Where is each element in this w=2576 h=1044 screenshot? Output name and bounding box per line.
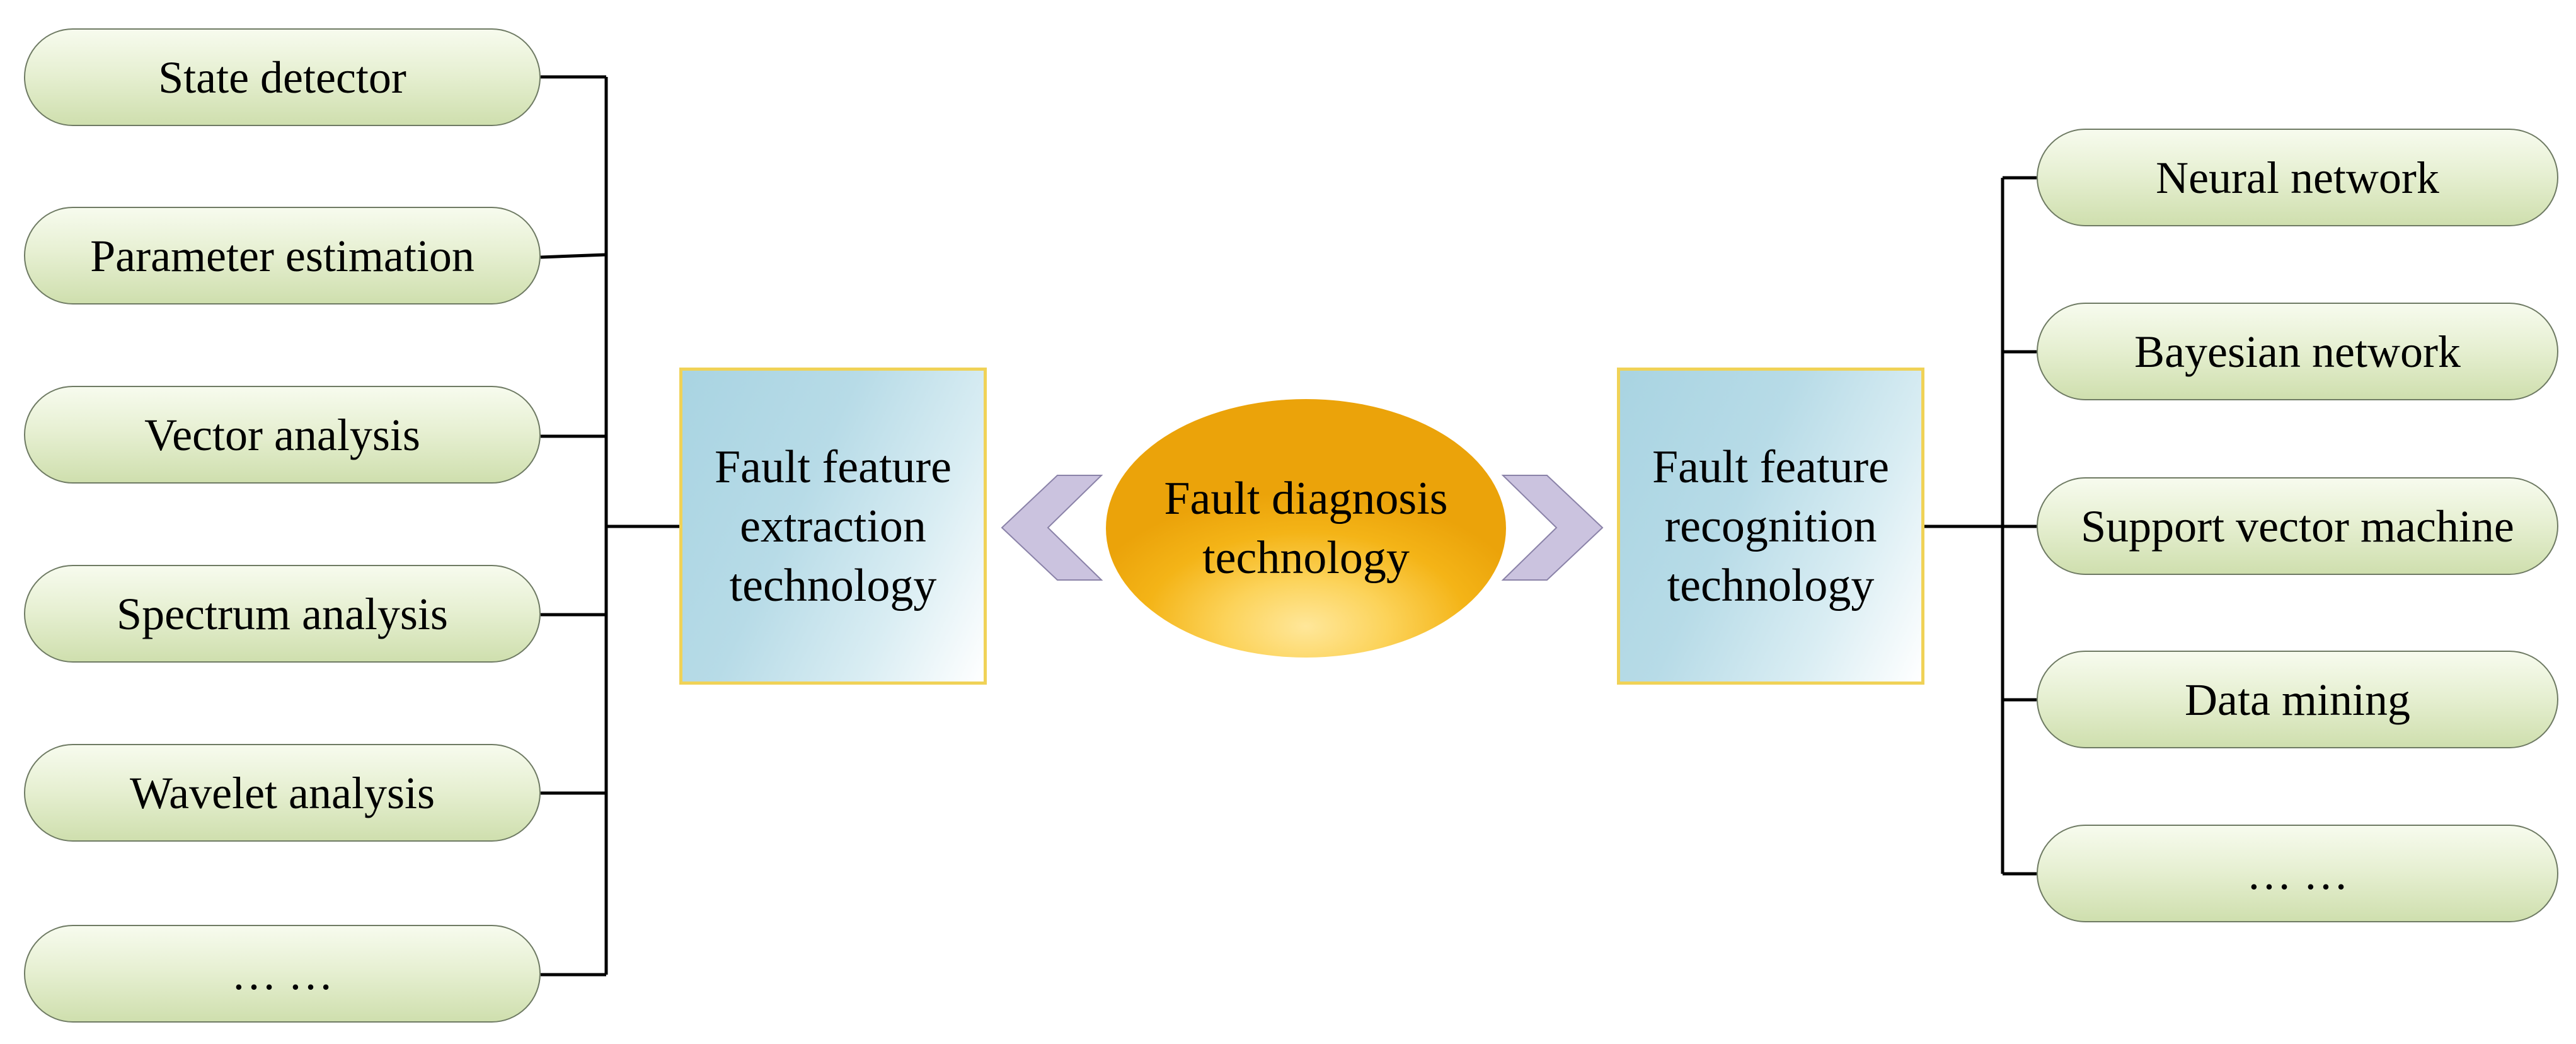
method-state-detector: State detector — [24, 28, 541, 126]
method-label: Data mining — [2185, 674, 2410, 725]
method-label: Vector analysis — [144, 409, 420, 460]
method-label: State detector — [158, 52, 406, 103]
extraction-technology-box: Fault feature extraction technology — [679, 368, 987, 685]
chevron-right-icon — [1501, 475, 1604, 581]
method-label: Spectrum analysis — [117, 588, 448, 639]
method-data-mining: Data mining — [2037, 651, 2558, 748]
method-neural-network: Neural network — [2037, 129, 2558, 226]
left-branch-line — [540, 253, 607, 259]
method-label: Neural network — [2156, 152, 2439, 203]
method-ellipsis: … … — [24, 925, 541, 1023]
fault-diagnosis-label: Fault diagnosis technology — [1164, 473, 1448, 584]
method-label: Support vector machine — [2081, 501, 2514, 552]
method-bayesian-network: Bayesian network — [2037, 303, 2558, 400]
method-ellipsis: … … — [2037, 825, 2558, 922]
method-label: Bayesian network — [2134, 326, 2461, 377]
method-parameter-estimation: Parameter estimation — [24, 207, 541, 304]
method-label: … … — [231, 948, 333, 999]
method-label: … … — [2246, 848, 2349, 899]
method-vector-analysis: Vector analysis — [24, 386, 541, 484]
recognition-technology-label: Fault feature recognition technology — [1652, 441, 1889, 612]
method-wavelet-analysis: Wavelet analysis — [24, 744, 541, 842]
method-spectrum-analysis: Spectrum analysis — [24, 565, 541, 663]
chevron-left-icon — [1001, 475, 1103, 581]
method-label: Parameter estimation — [90, 230, 474, 281]
extraction-technology-label: Fault feature extraction technology — [715, 441, 952, 612]
method-label: Wavelet analysis — [129, 767, 435, 818]
method-support-vector-machine: Support vector machine — [2037, 477, 2558, 575]
recognition-technology-box: Fault feature recognition technology — [1617, 368, 1924, 685]
fault-diagnosis-ellipse: Fault diagnosis technology — [1106, 399, 1506, 658]
